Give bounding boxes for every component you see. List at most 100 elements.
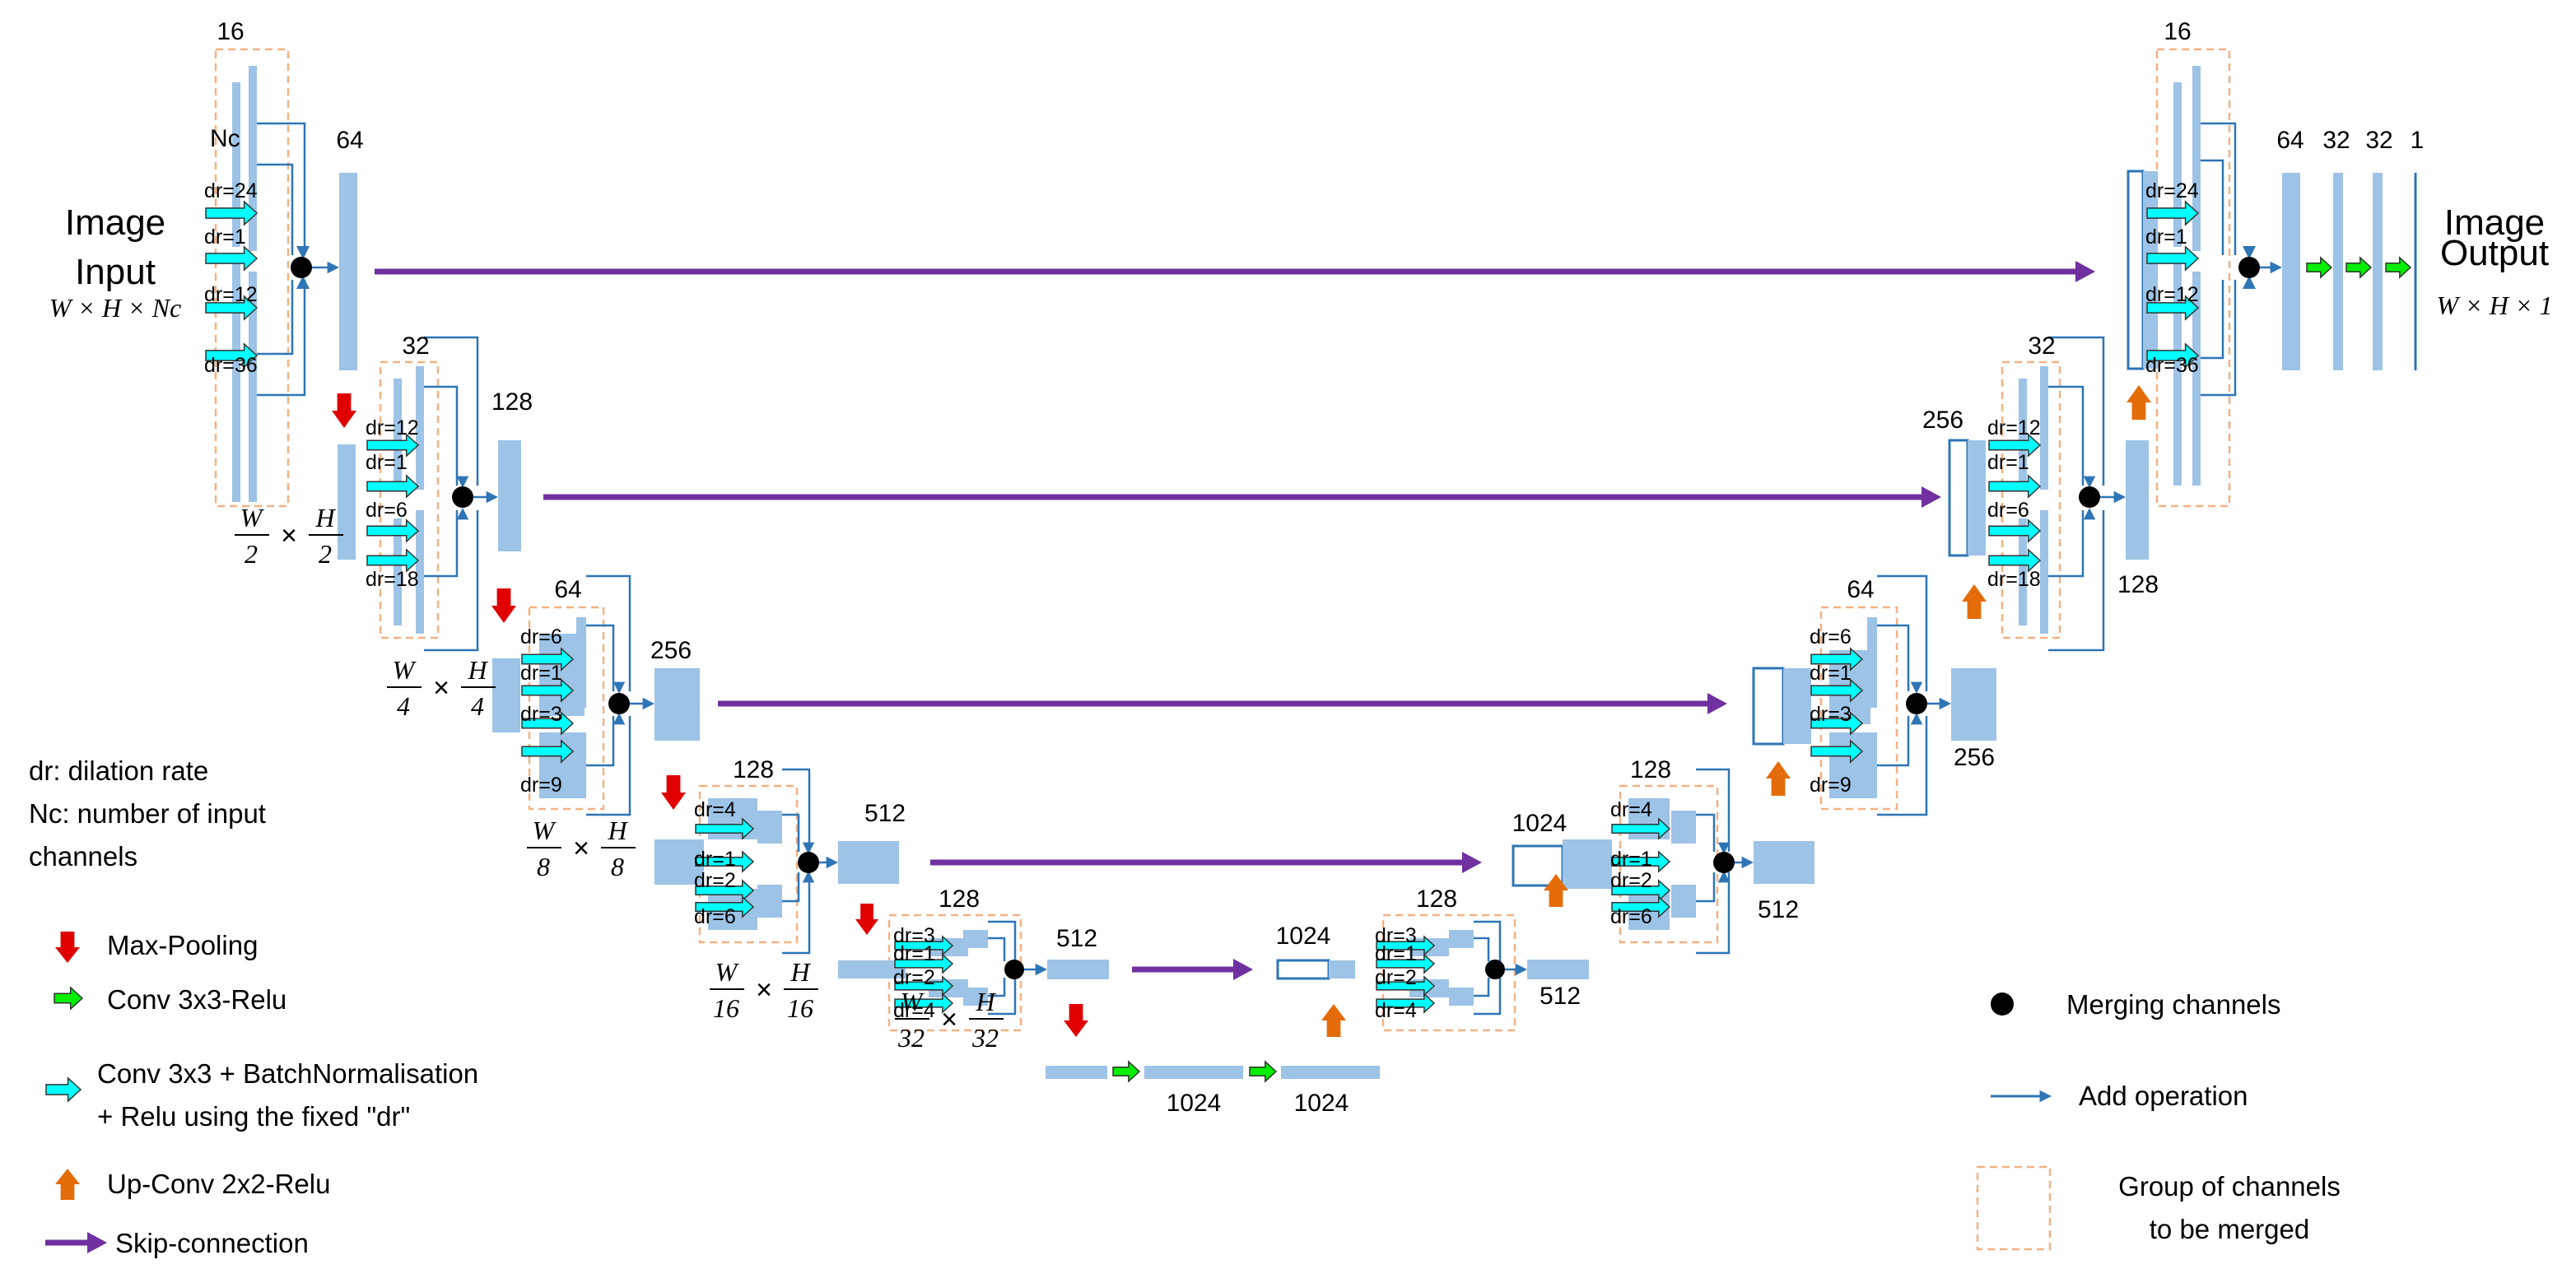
channel-count: 1024 — [1512, 810, 1567, 837]
add-line — [2048, 336, 2105, 486]
dilation-rate-label: dr=1 — [1375, 942, 1417, 965]
merge-dot — [1004, 960, 1024, 979]
conv-bn-relu-arrow — [521, 647, 575, 672]
arrow-head — [2039, 1090, 2052, 1103]
max-pool-arrow — [491, 588, 516, 623]
merge-group-box — [1381, 913, 1516, 1032]
dilation-rate-label: dr=6 — [1987, 499, 2029, 522]
conv-bn-relu-arrow — [366, 518, 420, 543]
arrow-head — [2083, 508, 2096, 520]
resolution-label: W4×H4 — [387, 655, 496, 721]
up-conv-arrow — [1321, 1004, 1346, 1037]
conv-bn-relu-arrow — [205, 245, 259, 272]
add-line — [2201, 280, 2237, 397]
channel-count: 512 — [864, 800, 906, 827]
image-output-label: Output — [2440, 233, 2549, 273]
enc1-out-block — [339, 173, 357, 370]
dilation-rate-label: dr=1 — [1610, 848, 1652, 871]
add-line — [2201, 280, 2224, 360]
skip-connection-level3-head — [1707, 693, 1727, 714]
dilation-rate-label: dr=12 — [1987, 416, 2041, 439]
channel-count: 256 — [650, 637, 692, 664]
legend-merge: Merging channels — [2066, 989, 2281, 1020]
branch-block — [1867, 732, 1877, 798]
arrow-head — [1910, 713, 1923, 725]
legend-conv-bn: + Relu using the fixed "dr" — [97, 1101, 410, 1132]
add-line — [988, 920, 1017, 961]
times-sign: × — [941, 1004, 957, 1035]
up-conv-arrow — [1544, 874, 1568, 907]
dilation-rate-label: dr=2 — [694, 869, 736, 892]
arrow-head — [2083, 476, 2096, 488]
up-conv-arrow — [2126, 385, 2151, 420]
conv-relu-arrow — [2385, 256, 2412, 279]
channel-count: 128 — [733, 756, 774, 783]
dilation-rate-label: dr=36 — [2145, 354, 2199, 377]
dilation-rate-label: dr=2 — [893, 966, 935, 989]
dilation-rate-label: dr=3 — [893, 924, 935, 947]
conv-bn-relu-arrow — [521, 678, 575, 703]
legend-add: Add operation — [2079, 1081, 2248, 1111]
dec3-out-block — [1754, 841, 1814, 884]
conv-bn-relu-arrow — [2146, 200, 2200, 226]
max-pool-arrow — [332, 393, 356, 428]
branch-block — [394, 518, 402, 625]
add-line — [257, 280, 294, 356]
note-dr: dr: dilation rate — [29, 755, 208, 786]
dilation-rate-label: dr=12 — [2145, 283, 2199, 306]
add-line — [2048, 510, 2085, 578]
channel-count: 256 — [1922, 407, 1963, 434]
out-32b-block — [2373, 173, 2383, 370]
conv-bn-relu-arrow — [1988, 518, 2042, 543]
add-line — [1696, 872, 1731, 955]
branch-block — [1449, 930, 1474, 948]
legend-merge-icon — [1991, 992, 2014, 1016]
frac-num-w: W — [533, 816, 557, 845]
add-line — [424, 510, 479, 652]
channel-count: 128 — [1416, 886, 1457, 913]
arrow-head — [613, 713, 626, 725]
arrow-head — [1741, 856, 1754, 869]
dilation-rate-label: dr=6 — [520, 625, 562, 648]
legend-skip: Skip-connection — [115, 1228, 309, 1258]
frac-num-h: H — [790, 957, 811, 987]
channel-count: 1 — [2411, 127, 2425, 154]
times-sign: × — [281, 520, 297, 551]
branch-block — [1449, 988, 1474, 1006]
branch-block — [249, 272, 257, 502]
add-line — [257, 122, 306, 255]
out-in-block — [2143, 171, 2158, 369]
branch-block — [757, 811, 782, 844]
output-dims: W × H × 1 — [2437, 291, 2553, 320]
note-nc: Nc: number of input — [29, 798, 266, 829]
add-line — [424, 510, 459, 578]
branch-block — [576, 732, 586, 798]
enc2-out-block — [498, 440, 521, 551]
legend-max-pool: Max-Pooling — [107, 930, 258, 960]
legend-group-icon — [1976, 1165, 2052, 1251]
upconv-block — [1948, 439, 1969, 557]
branch-block — [2040, 366, 2048, 490]
branch-block — [394, 379, 402, 486]
add-line — [586, 574, 631, 691]
conv-bn-relu-arrow — [205, 342, 259, 369]
bot-out-block — [1047, 960, 1109, 979]
conv-bn-relu-arrow — [1611, 817, 1671, 840]
frac-num-h: H — [467, 655, 488, 685]
conv-bn-relu-arrow — [1376, 975, 1436, 997]
arrow-head — [1515, 963, 1527, 976]
legend-conv-relu: Conv 3x3-Relu — [107, 984, 286, 1015]
channel-count: 1024 — [1276, 923, 1331, 950]
dilation-rate-label: dr=12 — [366, 416, 419, 439]
dilation-rate-label: dr=1 — [694, 848, 736, 871]
branch-block — [249, 66, 257, 251]
arrow-head — [802, 871, 815, 883]
legend-conv-bn: Conv 3x3 + BatchNormalisation — [97, 1058, 478, 1089]
conv-bn-relu-arrow — [1988, 433, 2042, 458]
merge-dot — [1906, 693, 1927, 714]
arrow-head — [486, 490, 498, 504]
arrow-head — [1035, 963, 1047, 976]
resolution-label: W32×H32 — [895, 987, 1004, 1053]
conv-bn-relu-arrow — [1810, 711, 1864, 736]
dilation-rate-label: dr=3 — [520, 703, 562, 726]
